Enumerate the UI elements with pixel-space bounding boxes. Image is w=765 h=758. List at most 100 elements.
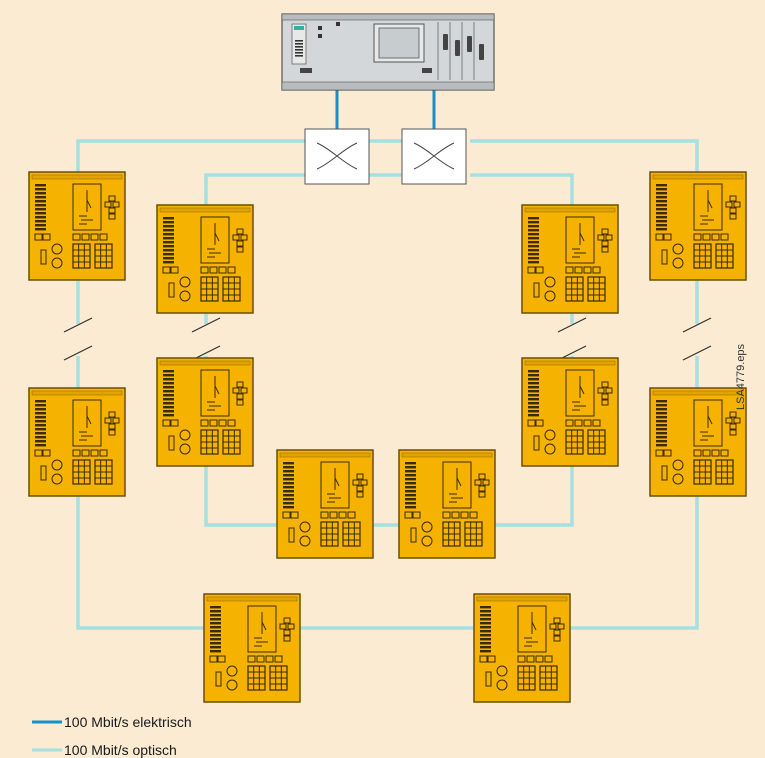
relay-key [482,479,490,486]
rack-indicator [336,22,340,26]
relay-led [35,436,46,439]
relay-led [528,382,539,385]
relay-button [320,511,329,519]
relay-key [108,213,116,220]
relay-key [729,213,737,220]
relay-mimic-line [79,215,93,225]
relay-led [35,408,46,411]
relay-key [279,623,287,630]
ring-break-mark [191,317,221,333]
relay-led [35,400,46,403]
relay-knob [51,243,63,255]
relay-key [601,228,609,235]
relay-knob [496,679,508,691]
relay-led [163,221,174,224]
relay-led [405,466,416,469]
relay-led [480,650,491,653]
relay-key [108,423,116,430]
relay-knob [179,276,191,288]
relay-led [405,486,416,489]
relay-button [565,419,574,427]
relay-button [663,449,672,457]
relay-button [81,233,90,241]
relay-key [553,617,561,624]
relay-slot [40,249,47,265]
legend-label-optical: 100 Mbit/s optisch [64,742,177,758]
relay-slot [40,465,47,481]
relay-led [283,462,294,465]
relay-key [478,491,486,498]
relay-mimic-line [531,621,537,631]
relay-led [163,261,174,264]
relay-knob [421,535,433,547]
relay-button [170,266,179,274]
relay-led [656,228,667,231]
relay-button [347,511,356,519]
relay-button [34,449,43,457]
relay-led [480,630,491,633]
relay-button [460,511,469,519]
relay-led [405,502,416,505]
relay-led [35,220,46,223]
relay-led [210,614,221,617]
relay-top-strip [31,390,123,396]
relay-led [35,420,46,423]
relay-button [81,449,90,457]
relay-button [42,233,51,241]
relay-led [656,188,667,191]
relay-key [356,485,364,492]
rack-connector [443,34,448,50]
relay-key [729,207,737,214]
protection-relay-icon [28,171,126,281]
relay-knob [179,290,191,302]
relay-led [210,618,221,621]
relay-led [528,414,539,417]
relay-mimic-line [579,232,585,242]
rack-screen [378,27,420,59]
relay-button [720,449,729,457]
relay-led [528,221,539,224]
relay-led [656,200,667,203]
relay-button [227,266,236,274]
relay-knob [299,521,311,533]
switch-cross [316,142,358,170]
relay-button [487,655,496,663]
relay-knob [672,243,684,255]
relay-button [42,449,51,457]
rack-connector [455,40,460,56]
relay-button [592,419,601,427]
rack-connector [479,44,484,60]
relay-led [528,225,539,228]
relay-button [338,511,347,519]
relay-led [35,440,46,443]
relay-led [405,474,416,477]
relay-mimic-line [707,415,713,425]
relay-led [528,253,539,256]
relay-button [702,449,711,457]
relay-top-strip [524,207,616,213]
relay-button [256,655,265,663]
crossover-switch-icon [401,128,467,185]
relay-top-strip [401,452,493,458]
relay-led [210,630,221,633]
relay-led [480,606,491,609]
relay-led [656,208,667,211]
relay-button [469,511,478,519]
relay-mimic-line [449,493,463,503]
relay-led [480,618,491,621]
rack-status-led [294,26,304,30]
relay-led [35,444,46,447]
protection-relay-icon [521,357,619,467]
relay-key [104,417,112,424]
relay-led [480,642,491,645]
relay-knob [672,257,684,269]
relay-button [90,449,99,457]
protection-relay-icon [156,204,254,314]
relay-led [656,428,667,431]
relay-button [247,655,256,663]
relay-led [480,614,491,617]
relay-led [163,378,174,381]
relay-top-strip [524,360,616,366]
ring-break-mark [682,317,712,333]
relay-led [35,204,46,207]
